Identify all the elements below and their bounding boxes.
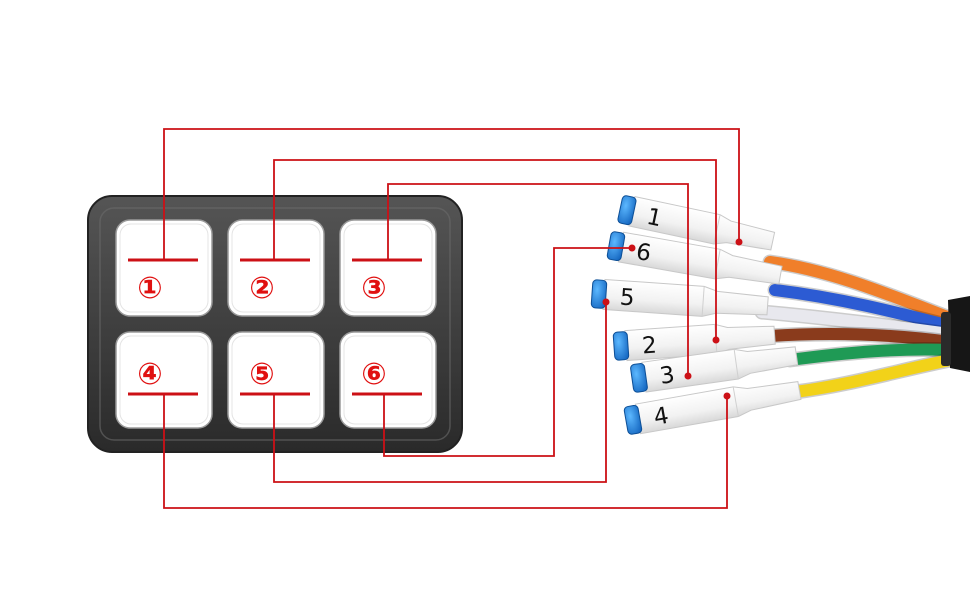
wire-6: [769, 284, 956, 332]
link-dot-1: [735, 238, 743, 246]
connector-3: 3: [630, 346, 799, 393]
button-number-2: ②: [249, 271, 274, 306]
keypad-button-5[interactable]: ⑤: [227, 331, 325, 429]
wire-2: [764, 328, 956, 348]
connector-label: 3: [658, 362, 676, 390]
keypad-button-1[interactable]: ①: [115, 219, 213, 317]
link-3: [387, 183, 689, 376]
button-number-1: ①: [137, 271, 162, 306]
button-number-3: ③: [361, 271, 386, 306]
button-number-6: ⑥: [361, 357, 386, 392]
wire-5: [756, 306, 956, 340]
link-dot-6: [628, 244, 636, 252]
wire-3: [784, 343, 956, 366]
cable-jacket: [941, 296, 970, 372]
button-number-4: ④: [137, 357, 162, 392]
link-2: [273, 159, 717, 340]
link-6: [383, 247, 632, 457]
connector-label: 6: [634, 239, 653, 267]
link-4: [163, 394, 728, 509]
connector-label: 2: [641, 332, 657, 359]
connector-label: 4: [652, 403, 671, 431]
link-dot-3: [684, 372, 692, 380]
button-number-5: ⑤: [249, 357, 274, 392]
connector-5: 5: [590, 278, 769, 317]
link-1: [163, 128, 740, 260]
keypad-button-6[interactable]: ⑥: [339, 331, 437, 429]
blue-cap-icon: [612, 331, 630, 361]
wire-4: [789, 354, 956, 398]
link-dot-4: [723, 392, 731, 400]
link-dot-2: [712, 336, 720, 344]
blue-cap-icon: [617, 195, 637, 226]
connector-label: 5: [619, 285, 635, 312]
wire-bundle: [754, 254, 958, 400]
connection-lines: [163, 128, 743, 509]
blue-cap-icon: [623, 404, 643, 435]
connector-4: 4: [623, 381, 802, 435]
blue-cap-icon: [630, 363, 648, 393]
link-5: [273, 302, 607, 483]
connector-6: 6: [606, 231, 783, 285]
connector-2: 2: [612, 323, 776, 362]
wire-1: [764, 256, 956, 324]
keypad-button-2[interactable]: ②: [227, 219, 325, 317]
link-dot-5: [602, 298, 610, 306]
connector-label: 1: [644, 204, 664, 232]
